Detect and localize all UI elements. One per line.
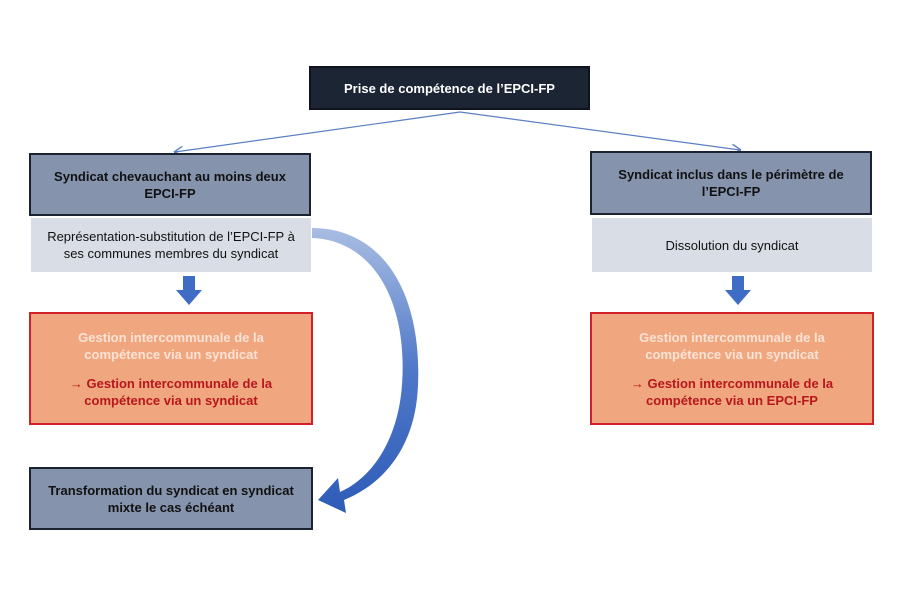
right-result-box: Gestion intercommunale de la compétence …	[590, 312, 874, 425]
left-transformation-box: Transformation du syndicat en syndicat m…	[29, 467, 313, 530]
left-detail-text: Représentation-substitution de l’EPCI-FP…	[47, 229, 295, 261]
top-title: Prise de compétence de l’EPCI-FP	[344, 80, 555, 96]
left-detail-box: Représentation-substitution de l’EPCI-FP…	[31, 218, 311, 272]
connector-left	[175, 111, 461, 152]
right-result-before: Gestion intercommunale de la compétence …	[639, 329, 825, 362]
down-arrow-icon-left	[176, 276, 202, 305]
right-header-text: Syndicat inclus dans le périmètre de l’E…	[618, 167, 844, 199]
down-arrow-icon-right	[725, 276, 751, 305]
connector-right	[459, 111, 740, 150]
right-detail-box: Dissolution du syndicat	[592, 218, 872, 272]
left-transformation-text: Transformation du syndicat en syndicat m…	[48, 482, 294, 515]
top-title-box: Prise de compétence de l’EPCI-FP	[309, 66, 590, 110]
right-detail-text: Dissolution du syndicat	[665, 237, 799, 253]
curved-arrow-icon	[312, 228, 419, 513]
left-result-box: Gestion intercommunale de la compétence …	[29, 312, 313, 425]
right-result-after: → Gestion intercommunale de la compétenc…	[630, 375, 834, 408]
right-header-box: Syndicat inclus dans le périmètre de l’E…	[590, 151, 872, 215]
left-header-box: Syndicat chevauchant au moins deux EPCI-…	[29, 153, 311, 216]
left-header-text: Syndicat chevauchant au moins deux EPCI-…	[54, 168, 286, 201]
left-result-before: Gestion intercommunale de la compétence …	[78, 329, 264, 362]
left-result-after: → Gestion intercommunale de la compétenc…	[69, 375, 273, 408]
